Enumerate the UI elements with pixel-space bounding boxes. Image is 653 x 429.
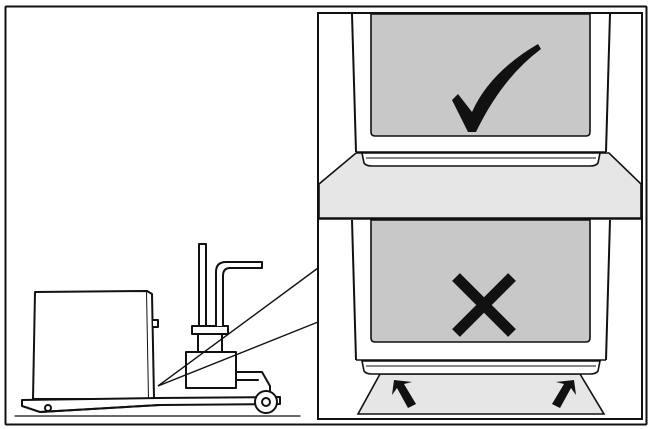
cross-mark-icon [452, 273, 516, 337]
panel-incorrect [351, 219, 611, 415]
oven-door-glass-bottom [370, 219, 591, 343]
lift-handle [215, 261, 263, 327]
check-mark-icon [452, 44, 541, 132]
appliance-box [32, 290, 150, 400]
lift-mast [185, 351, 237, 389]
panel-correct [318, 13, 642, 219]
oven-bottom-trim-bottom [361, 360, 601, 375]
oven-door-glass-top [370, 13, 591, 137]
pallet-fork-platform [21, 396, 281, 413]
outer-frame [4, 5, 648, 426]
oven-bottom-trim-top [361, 152, 601, 167]
pressure-arrow-icon [392, 380, 576, 408]
pallet-jack-scene [14, 243, 301, 417]
appliance-knob [152, 319, 159, 328]
zoom-callout [157, 267, 319, 387]
detail-panel-frame [317, 12, 643, 420]
support-surface-correct [318, 152, 642, 219]
